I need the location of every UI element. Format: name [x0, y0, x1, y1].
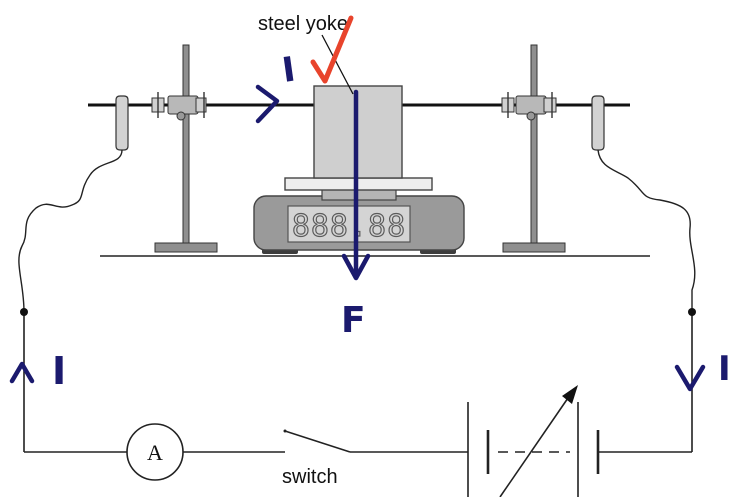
electronic-balance: 888.88	[253, 177, 465, 254]
variable-battery	[467, 385, 600, 497]
yoke-label: steel yoke	[258, 13, 348, 35]
left-lead	[18, 149, 123, 313]
force-arrow-head	[341, 253, 371, 281]
right-lead	[597, 149, 696, 312]
current-label-top: I	[280, 50, 298, 91]
checkmark-icon	[310, 15, 354, 84]
left-retort-stand	[151, 44, 218, 253]
current-arrow-right	[674, 364, 706, 392]
current-arrow-top	[255, 84, 280, 124]
right-retort-stand	[501, 44, 566, 253]
current-label-left: I	[52, 349, 66, 393]
balance-display: 888.88	[292, 209, 406, 244]
left-clip	[115, 95, 129, 151]
current-arrow-left	[9, 361, 35, 384]
right-junction	[688, 308, 696, 316]
ammeter: A	[126, 423, 184, 481]
right-clip	[591, 95, 605, 151]
left-junction	[20, 308, 28, 316]
switch-symbol	[283, 429, 351, 453]
ammeter-label: A	[147, 440, 163, 465]
force-label: F	[341, 300, 366, 341]
switch-label: switch	[282, 466, 338, 488]
yoke-pointer	[321, 34, 354, 95]
current-label-right: I	[718, 349, 731, 389]
